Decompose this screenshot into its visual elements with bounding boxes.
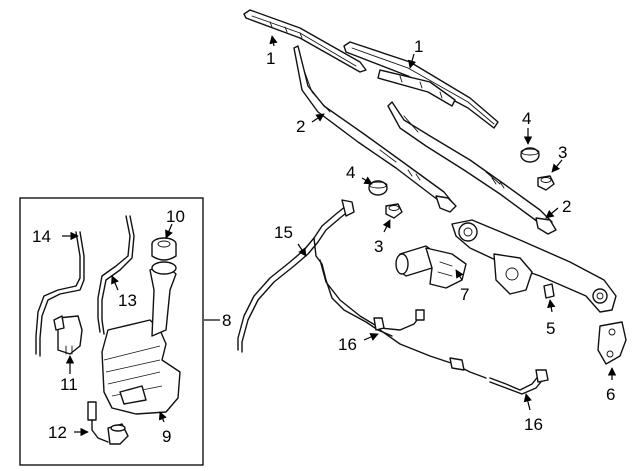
washer-pump[interactable] [53, 315, 83, 355]
callout-2-arm-left: 2 [296, 117, 305, 136]
leader-1a [269, 35, 278, 47]
callout-labels: 1 1 2 2 4 3 4 3 5 6 7 8 9 10 11 12 13 14… [32, 37, 615, 446]
callout-3-nut-right: 3 [558, 143, 567, 162]
callout-2-arm-right: 2 [562, 197, 571, 216]
washer-hose-lower[interactable] [319, 259, 487, 379]
callout-16-hose-lower: 16 [338, 335, 357, 354]
callout-12-sensor: 12 [48, 423, 67, 442]
washer-system-frame [19, 197, 204, 466]
leader-16a [363, 333, 379, 341]
reservoir-hose[interactable] [35, 231, 85, 357]
leader-3a [551, 159, 563, 173]
pump-hose[interactable] [97, 215, 135, 335]
reservoir-cap[interactable] [151, 237, 177, 261]
wiper-linkage[interactable] [451, 219, 617, 313]
leader-5 [547, 299, 556, 313]
wiper-motor[interactable] [395, 245, 467, 289]
level-sensor[interactable] [87, 401, 129, 445]
washer-reservoir[interactable] [101, 261, 181, 415]
callout-1-blade-left: 1 [266, 49, 275, 68]
washer-hose[interactable] [237, 199, 393, 353]
washer-hose-rear[interactable] [489, 369, 549, 395]
callout-4-cap-left: 4 [346, 163, 355, 182]
callout-6-bracket: 6 [606, 385, 615, 404]
leader-13 [111, 275, 119, 291]
leader-lines [62, 35, 617, 437]
leader-4b [361, 176, 373, 185]
callout-16-hose-rear: 16 [524, 415, 543, 434]
callout-14-reservoir-hose: 14 [32, 227, 51, 246]
wiper-blade-right[interactable] [343, 41, 499, 129]
leader-15 [297, 243, 307, 257]
callout-5-linkage: 5 [546, 319, 555, 338]
callout-3-nut-left: 3 [374, 237, 383, 256]
mounting-bracket[interactable] [597, 321, 627, 365]
callout-9-reservoir: 9 [162, 427, 171, 446]
leader-2b [545, 207, 559, 219]
wiper-blade-left[interactable] [243, 9, 367, 73]
wiper-arm-left[interactable] [293, 45, 457, 213]
callout-4-cap-right: 4 [522, 109, 531, 128]
leader-16b [523, 393, 532, 411]
callout-10-cap: 10 [166, 207, 185, 226]
leader-7 [455, 269, 464, 281]
leader-3b [382, 219, 391, 233]
leader-10 [165, 223, 173, 239]
callout-11-pump: 11 [60, 375, 78, 394]
callout-7-motor: 7 [460, 285, 469, 304]
wiper-arm-right[interactable] [387, 101, 557, 235]
callout-1-blade-right: 1 [414, 37, 423, 56]
pivot-nut-right[interactable] [537, 175, 555, 191]
callout-13-pump-hose: 13 [118, 291, 137, 310]
leader-1b [408, 53, 417, 69]
pivot-cap-right[interactable] [520, 147, 540, 163]
leader-2a [311, 113, 325, 123]
pivot-cap-left[interactable] [368, 180, 388, 196]
callout-8-washer-system: 8 [222, 311, 231, 330]
callout-15-washer-hose: 15 [274, 223, 293, 242]
leader-9 [158, 411, 167, 423]
pivot-nut-left[interactable] [385, 203, 403, 219]
